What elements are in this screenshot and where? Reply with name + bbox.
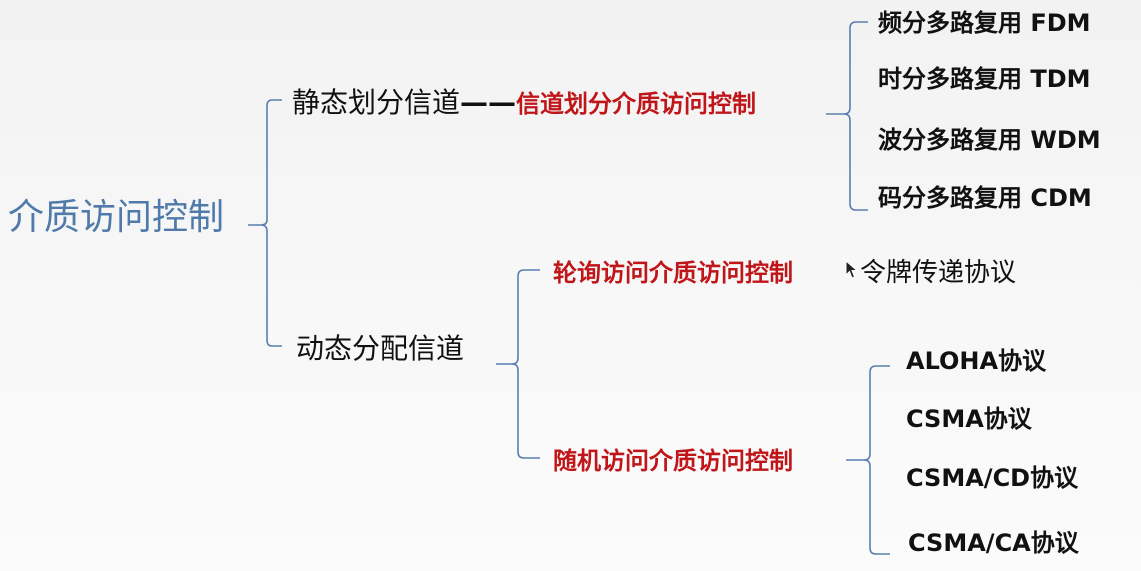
static-dash: ——: [460, 86, 517, 119]
dynamic-bracket: [496, 269, 540, 459]
csma-cd-protocol: CSMA/CD协议: [906, 464, 1079, 492]
token-passing-protocol: 令牌传递协议: [860, 258, 1017, 288]
dynamic-allocation-node: 动态分配信道: [296, 332, 465, 365]
wdm-item: 波分多路复用 WDM: [878, 126, 1101, 154]
static-allocation-label: 静态划分信道: [292, 86, 461, 119]
channel-partition-category: 信道划分介质访问控制: [516, 90, 757, 118]
random-bracket: [846, 365, 890, 555]
fdm-item: 频分多路复用 FDM: [878, 9, 1091, 37]
root-node: 介质访问控制: [8, 197, 225, 238]
tdm-item: 时分多路复用 TDM: [878, 65, 1091, 93]
root-bracket: [248, 99, 282, 347]
cdm-item: 码分多路复用 CDM: [878, 184, 1092, 212]
polling-access-category: 轮询访问介质访问控制: [553, 259, 793, 287]
aloha-protocol: ALOHA协议: [906, 347, 1047, 375]
random-access-category: 随机访问介质访问控制: [553, 447, 793, 475]
static-bracket: [826, 21, 868, 211]
mouse-pointer-icon: [845, 260, 859, 279]
csma-protocol: CSMA协议: [906, 405, 1032, 433]
static-allocation-node: 静态划分信道——信道划分介质访问控制: [292, 89, 756, 117]
csma-ca-protocol: CSMA/CA协议: [908, 529, 1079, 557]
